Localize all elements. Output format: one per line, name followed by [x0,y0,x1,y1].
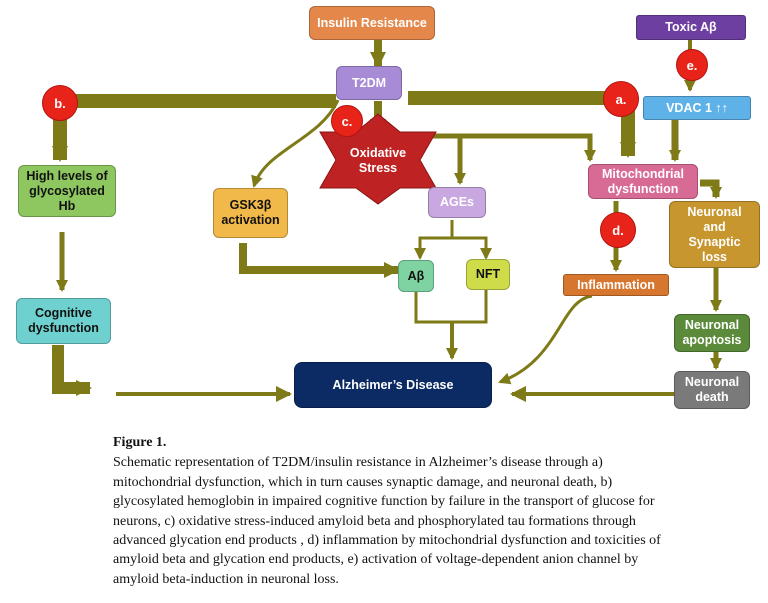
node-cognitive-dysfunction: Cognitive dysfunction [16,298,111,344]
figure-label: Figure 1. [113,435,167,450]
arrow-gsk3b-abeta [239,243,400,278]
node-inflammation: Inflammation [563,274,669,296]
node-toxic-abeta: Toxic Aβ [636,15,746,40]
diagram-connectors [52,40,722,402]
figure-caption-text: Schematic representation of T2DM/insulin… [113,455,661,587]
node-mitochondrial-dysfunction: Mitochondrial dysfunction [588,164,698,199]
node-gsk3b-activation: GSK3β activation [213,188,288,238]
arrow-t2dm-mito [408,91,636,158]
node-ages: AGEs [428,187,486,218]
arrow-inflammation-ad [498,294,593,385]
arrow-oxidative-mito [428,133,596,162]
node-alzheimers-disease: Alzheimer’s Disease [294,362,492,408]
node-vdac1: VDAC 1 ↑↑ [643,96,751,120]
figure-caption: Figure 1. Schematic representation of T2… [113,433,673,589]
marker-d: d. [600,212,636,248]
arrow-t2dm-gsk3b [251,99,340,188]
arrow-oxidative-ages [428,133,466,185]
arrow-ages-nft [452,236,492,260]
marker-b: b. [42,85,78,121]
arrow-ages-abeta [414,220,454,260]
marker-e: e. [676,49,708,81]
node-neuronal-synaptic-loss: Neuronal and Synaptic loss [669,201,760,268]
node-oxidative-stress: Oxidative Stress [349,146,407,175]
node-high-glycosylated-hb: High levels of glycosylated Hb [18,165,116,217]
marker-a: a. [603,81,639,117]
node-neuronal-death: Neuronal death [674,371,750,409]
node-insulin-resistance: Insulin Resistance [309,6,435,40]
arrow-t2dm-hb [52,94,336,162]
node-nft: NFT [466,259,510,290]
marker-c: c. [331,105,363,137]
arrow-abeta-nft-ad [414,290,488,324]
node-t2dm: T2DM [336,66,402,100]
node-abeta: Aβ [398,260,434,292]
node-neuronal-apoptosis: Neuronal apoptosis [674,314,750,352]
arrow-mito-loss [700,179,722,199]
arrow-cognitive-bend [52,345,92,396]
